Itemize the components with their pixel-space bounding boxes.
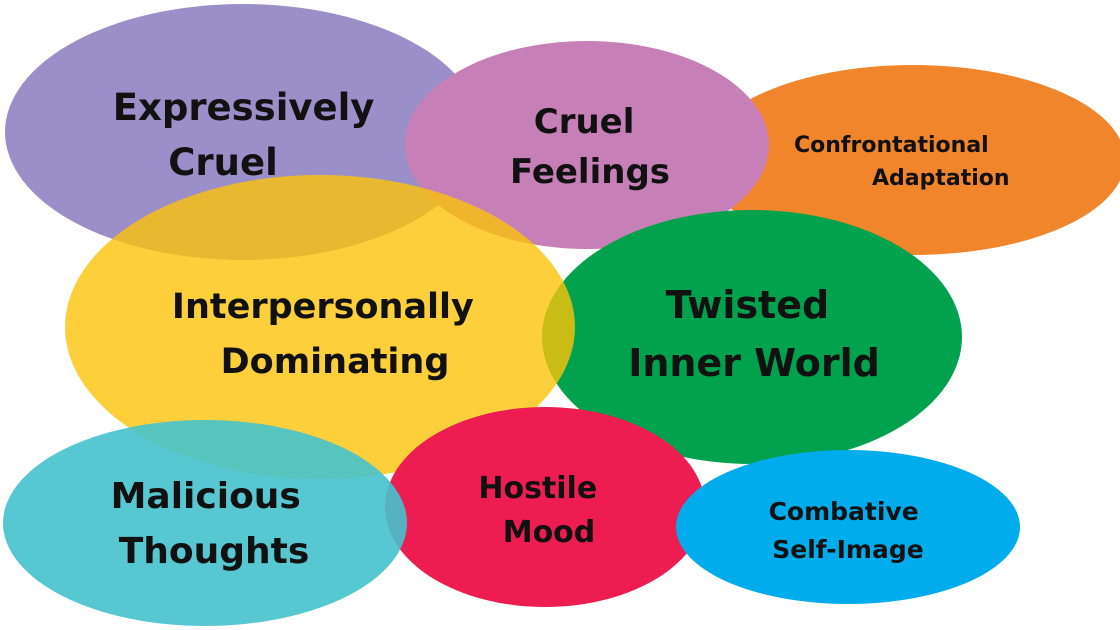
bubble-malicious-thoughts — [3, 420, 407, 626]
label-expressively-cruel-line-1: Expressively — [113, 86, 375, 129]
label-combative-self-image: Combative Self-Image — [769, 497, 928, 564]
label-malicious-thoughts-line-1: Malicious — [111, 476, 301, 517]
bubble-cruel-feelings-shape — [405, 41, 769, 249]
bubble-malicious-thoughts-shape — [3, 420, 407, 626]
bubble-confrontational-adaptation — [701, 65, 1120, 255]
label-interpersonally-dominating-line-2: Dominating — [221, 342, 450, 382]
label-interpersonally-dominating: Interpersonally Dominating — [172, 287, 486, 382]
bubble-hostile-mood-shape — [385, 407, 705, 607]
bubble-combative-self-image — [676, 450, 1020, 604]
bubble-interpersonally-dominating-shape — [65, 175, 575, 479]
bubble-confrontational-adaptation-shape — [701, 65, 1120, 255]
label-twisted-inner-world-line-1: Twisted — [666, 283, 830, 327]
label-cruel-feelings-line-1: Cruel — [534, 102, 635, 142]
label-twisted-inner-world: Twisted Inner World — [628, 283, 880, 385]
bubble-twisted-inner-world-shape — [542, 210, 962, 464]
bubble-interpersonally-dominating — [65, 175, 575, 479]
label-malicious-thoughts-line-2: Thoughts — [119, 531, 310, 572]
label-combative-self-image-line-1: Combative — [769, 497, 919, 526]
label-expressively-cruel: Expressively Cruel — [113, 86, 388, 184]
label-expressively-cruel-line-2: Cruel — [168, 141, 278, 184]
label-confrontational-adaptation: Confrontational Adaptation — [794, 133, 1010, 191]
labels: Expressively Cruel Cruel Feelings Confro… — [111, 86, 1010, 572]
bubble-twisted-inner-world — [542, 210, 962, 464]
label-confrontational-adaptation-line-2: Adaptation — [872, 166, 1010, 191]
label-confrontational-adaptation-line-1: Confrontational — [794, 133, 989, 158]
label-combative-self-image-line-2: Self-Image — [772, 535, 923, 564]
label-twisted-inner-world-line-2: Inner World — [628, 341, 880, 385]
label-hostile-mood: Hostile Mood — [478, 471, 607, 550]
label-hostile-mood-line-2: Mood — [503, 515, 596, 550]
bubble-hostile-mood — [385, 407, 705, 607]
bubble-cruel-feelings — [405, 41, 769, 249]
bubble-combative-self-image-shape — [676, 450, 1020, 604]
label-cruel-feelings: Cruel Feelings — [510, 102, 670, 192]
label-hostile-mood-line-1: Hostile — [478, 471, 597, 506]
label-interpersonally-dominating-line-1: Interpersonally — [172, 287, 474, 327]
label-malicious-thoughts: Malicious Thoughts — [111, 476, 314, 572]
label-cruel-feelings-line-2: Feelings — [510, 152, 670, 192]
